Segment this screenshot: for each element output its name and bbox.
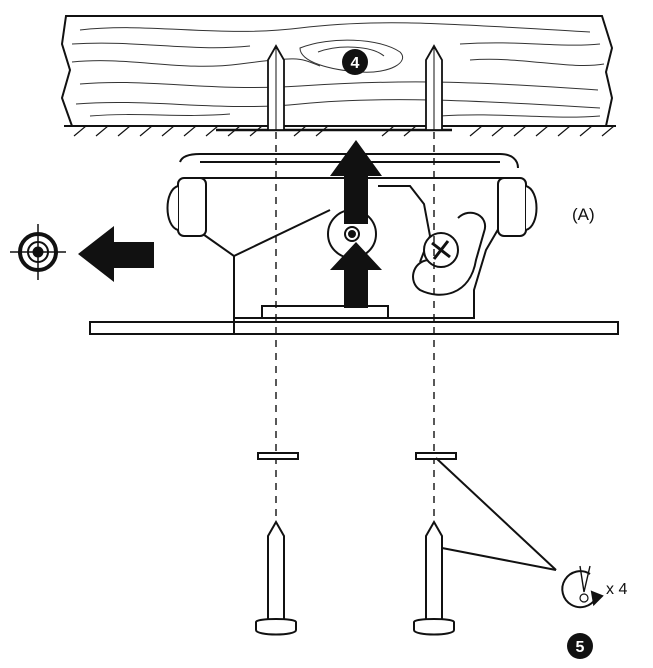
step-5-badge: 5 [567,633,593,659]
arrow-left-icon [78,226,154,282]
screws [255,519,455,636]
part-label-a: (A) [572,205,595,224]
rotate-screwdriver-icon [561,565,604,609]
crosshair-target-icon [10,224,66,280]
step-5-number: 5 [576,639,585,656]
callout-lines [435,457,557,571]
arrow-up-icon [330,140,382,308]
step-4-badge: 4 [342,49,368,75]
step-4-number: 4 [351,55,360,72]
washers [257,452,457,460]
wood-beam [60,15,616,137]
screw-count: x 4 [606,581,627,598]
